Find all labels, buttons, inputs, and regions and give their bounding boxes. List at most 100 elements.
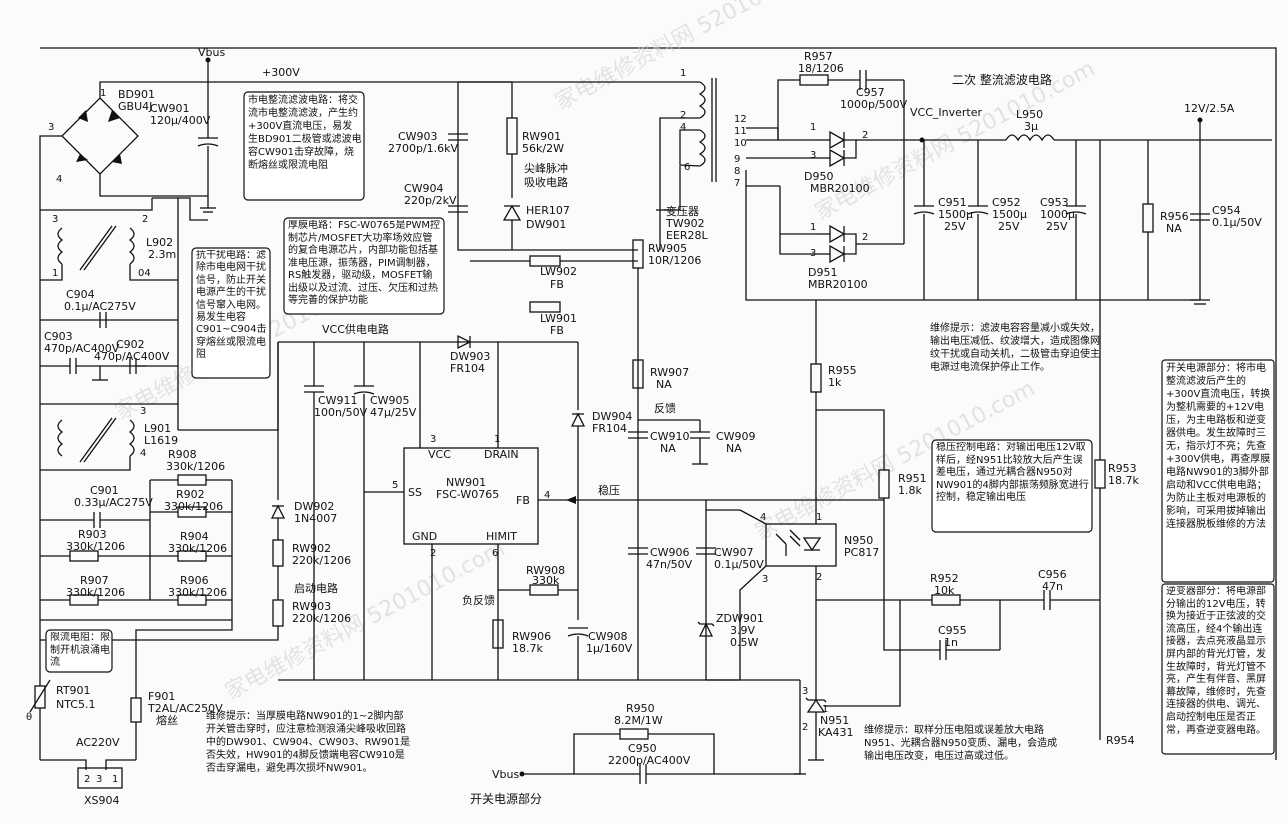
svg-text:RW906: RW906 [512, 630, 551, 643]
svg-text:CW907: CW907 [714, 546, 754, 559]
svg-text:8.2M/1W: 8.2M/1W [614, 714, 663, 727]
svg-text:1: 1 [112, 774, 118, 785]
svg-text:FB: FB [550, 324, 564, 337]
r904: R904 330k/1206 [150, 530, 232, 562]
svg-text:EER28L: EER28L [666, 229, 709, 242]
svg-text:6: 6 [492, 548, 498, 559]
ic-nw901: VCC DRAIN SS FB GND HIMIT NW901 FSC-W076… [392, 434, 550, 559]
note-limit: 限流电阻：限制开机浪涌电流 [45, 629, 113, 673]
svg-text:3: 3 [430, 434, 436, 445]
secondary-title: 二次 整流滤波电路 [952, 72, 1052, 87]
svg-text:11: 11 [734, 126, 747, 137]
cw905: CW905 47μ/25V [353, 342, 417, 680]
c901: C901 0.33μ/AC275V [40, 484, 153, 528]
svg-text:2200p/AC400V: 2200p/AC400V [608, 754, 691, 767]
svg-text:330k/1206: 330k/1206 [66, 586, 125, 599]
rw907: RW907 NA [632, 359, 689, 391]
svg-text:1: 1 [100, 88, 106, 99]
svg-text:330k/1206: 330k/1206 [166, 460, 225, 473]
r950: R950 8.2M/1W [573, 702, 715, 774]
svg-text:1: 1 [822, 704, 828, 715]
rw905: RW905 10R/1206 [632, 239, 701, 269]
cw906: CW906 47n/50V [628, 546, 693, 571]
svg-text:1k: 1k [828, 376, 842, 389]
svg-text:RW907: RW907 [650, 366, 689, 379]
svg-text:120μ/400V: 120μ/400V [150, 114, 211, 127]
svg-text:2: 2 [862, 232, 868, 243]
svg-text:1: 1 [810, 222, 816, 233]
svg-text:R953: R953 [1108, 462, 1137, 475]
c957: C957 1000p/500V [840, 70, 908, 140]
transformer-tw902: 1 2 4 6 变压器 TW902 EER28L 12 11 10 9 8 7 [665, 68, 747, 242]
note-ic: 厚膜电路：FSC-W0765是PWM控制芯片/MOSFET大功率场效应管的复合电… [283, 217, 445, 315]
svg-text:330k: 330k [532, 574, 560, 587]
svg-text:25V: 25V [1046, 220, 1068, 233]
svg-text:7: 7 [734, 178, 740, 189]
svg-text:4: 4 [56, 174, 62, 185]
svg-text:3: 3 [810, 150, 816, 161]
svg-text:C903: C903 [44, 330, 73, 343]
svg-text:2700p/1.6kV: 2700p/1.6kV [388, 142, 459, 155]
xs904-connector: 2 3 1 XS904 [77, 767, 123, 807]
svg-text:NW901: NW901 [446, 476, 486, 489]
svg-text:47n: 47n [1042, 580, 1063, 593]
svg-text:2: 2 [84, 774, 90, 785]
svg-text:C951: C951 [938, 196, 967, 209]
svg-text:PC817: PC817 [844, 546, 879, 559]
c903: C903 470p/AC400V [40, 330, 146, 374]
svg-text:2: 2 [816, 572, 822, 583]
svg-text:R951: R951 [898, 472, 927, 485]
regulation-label: 稳压 [598, 483, 620, 497]
svg-text:330k/1206: 330k/1206 [168, 542, 227, 555]
svg-text:1: 1 [52, 268, 58, 279]
svg-text:FR104: FR104 [450, 362, 485, 375]
cw907: CW907 0.1μ/50V [696, 546, 764, 571]
svg-text:CW901: CW901 [150, 102, 190, 115]
c902: C902 470p/AC400V [92, 338, 178, 381]
svg-text:18.7k: 18.7k [1108, 474, 1139, 487]
svg-text:2: 2 [862, 130, 868, 141]
svg-text:HER107: HER107 [526, 204, 570, 217]
svg-text:3: 3 [48, 122, 54, 133]
svg-text:6: 6 [684, 162, 690, 173]
r903: R903 330k/1206 [40, 528, 150, 562]
svg-text:10: 10 [734, 138, 747, 149]
cw901: CW901 120μ/400V [150, 82, 219, 213]
svg-text:1n: 1n [944, 636, 958, 649]
cw909: CW909 NA [638, 419, 756, 465]
svg-text:DW903: DW903 [450, 350, 490, 363]
svg-text:NA: NA [1166, 222, 1182, 235]
svg-text:R902: R902 [176, 488, 205, 501]
bd901-bridge: BD901 GBU4J 3 4 1 [48, 88, 155, 185]
svg-text:10k: 10k [934, 584, 955, 597]
c904: C904 0.1μ/AC275V [64, 288, 136, 328]
c951: C951 1500μ 25V [913, 140, 973, 300]
svg-text:MBR20100: MBR20100 [808, 278, 868, 291]
svg-text:330k/1206: 330k/1206 [66, 540, 125, 553]
r957: R957 18/1206 [777, 50, 860, 140]
c952: C952 1500μ 25V [967, 140, 1027, 300]
svg-text:9: 9 [734, 154, 740, 165]
svg-text:GBU4J: GBU4J [118, 100, 152, 113]
svg-text:RW902: RW902 [292, 542, 331, 555]
svg-text:RW908: RW908 [526, 564, 565, 577]
svg-text:C955: C955 [938, 624, 967, 637]
svg-text:0.33μ/AC275V: 0.33μ/AC275V [74, 496, 153, 509]
note-repair-3: 维修提示：取样分压电阻或误差放大电路N951、光耦合器N950变质、漏电，会造成… [864, 725, 1057, 762]
svg-text:L902: L902 [146, 236, 173, 249]
svg-text:R908: R908 [168, 448, 197, 461]
svg-text:3: 3 [762, 574, 768, 585]
svg-text:RW905: RW905 [648, 242, 687, 255]
svg-text:3: 3 [140, 406, 146, 417]
svg-text:CW911: CW911 [318, 394, 358, 407]
svg-text:47n/50V: 47n/50V [646, 558, 693, 571]
watermark: 家电维修资料网 5201010.com [551, 0, 839, 115]
svg-text:3: 3 [802, 686, 808, 697]
svg-text:R956: R956 [1160, 210, 1189, 223]
svg-text:R955: R955 [828, 364, 857, 377]
r953: R953 18.7k [1094, 459, 1139, 489]
svg-text:C904: C904 [66, 288, 95, 301]
svg-text:T2AL/AC250V: T2AL/AC250V [147, 702, 223, 715]
note-emi: 抗干扰电路：滤除市电电网干扰信号，防止开关电源产生的干扰信号窜入电网。易发生电容… [191, 247, 271, 379]
